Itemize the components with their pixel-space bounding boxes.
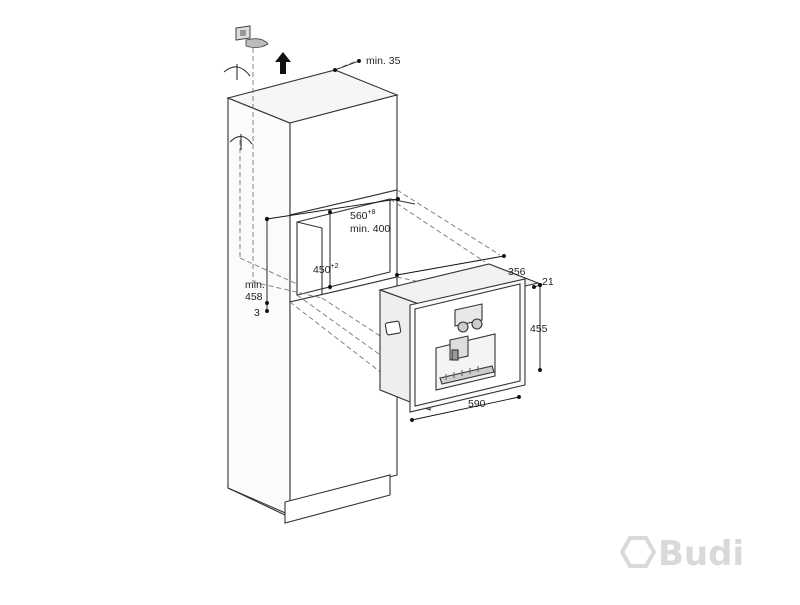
label-front-panel: 21 bbox=[542, 276, 554, 288]
break-marks bbox=[223, 64, 253, 150]
coffee-machine bbox=[378, 263, 540, 413]
vent-grille-icon bbox=[235, 25, 269, 48]
label-appliance-width: 590 bbox=[468, 398, 486, 410]
label-niche-depth: 450+2 bbox=[313, 263, 339, 276]
label-appliance-depth: 356 bbox=[508, 266, 526, 278]
label-cabinet-height: 458 bbox=[245, 291, 263, 303]
dimension-labels: min. 35 560+8 min. 400 450+2 min. 458 3 … bbox=[245, 55, 554, 410]
label-niche-width: 560+8 bbox=[350, 209, 376, 222]
label-top-clearance: min. 35 bbox=[366, 55, 401, 67]
airflow-up-arrow-icon bbox=[275, 52, 291, 74]
budi-logo-icon bbox=[619, 536, 657, 568]
watermark-text: Budi bbox=[658, 534, 744, 574]
label-niche-min-height: min. 400 bbox=[350, 223, 390, 235]
budi-watermark: Budi bbox=[619, 534, 744, 574]
label-cabinet-height-prefix: min. bbox=[245, 279, 265, 291]
label-shelf-gap: 3 bbox=[254, 307, 260, 319]
label-appliance-height: 455 bbox=[530, 323, 548, 335]
dimension-lines bbox=[265, 59, 542, 422]
